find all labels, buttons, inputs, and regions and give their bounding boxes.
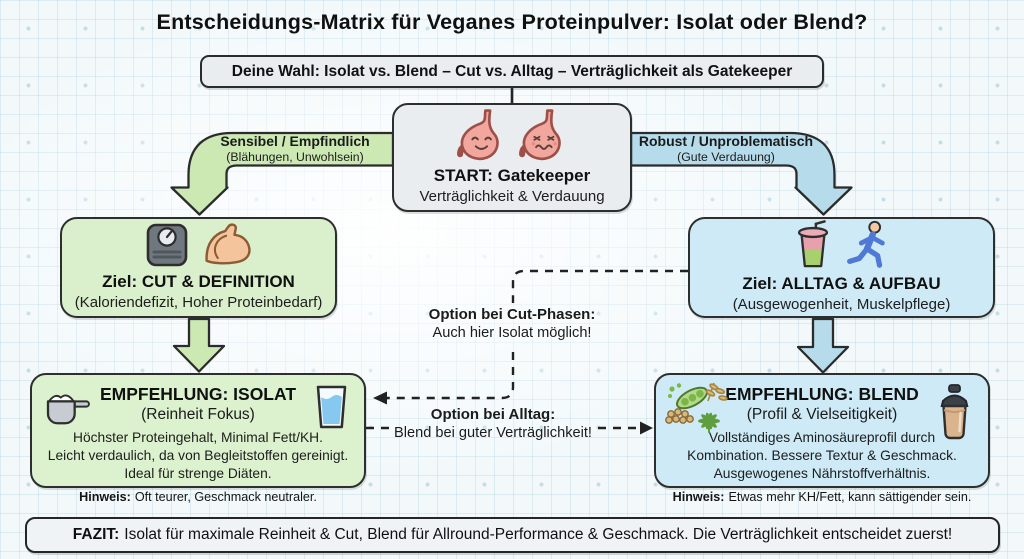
branch-left-sublabel: (Blähungen, Unwohlsein) — [226, 149, 364, 164]
flexed-bicep-icon — [204, 223, 251, 265]
plant-protein-sources-icon — [665, 382, 728, 433]
fazit-text: Isolat für maximale Reinheit & Cut, Blen… — [124, 526, 953, 543]
alltag-to-blend-arrow — [796, 317, 850, 374]
rec-right-body: Vollständiges Aminosäureprofil durch Kom… — [687, 430, 957, 481]
goal-right-title: Ziel: ALLTAG & AUFBAU — [742, 274, 941, 294]
rec-right-subtitle: (Profil & Vielseitigkeit) — [746, 406, 898, 423]
option-alltag-note: Option bei Alltag: Blend bei guter Vertr… — [378, 406, 608, 443]
rec-left-title: EMPFEHLUNG: ISOLAT — [99, 384, 297, 404]
goal-right-subtitle: (Ausgewogenheit, Muskelpflege) — [732, 295, 951, 313]
body-scale-icon — [146, 224, 187, 267]
goal-left-subtitle: (Kaloriendefizit, Hoher Proteinbedarf) — [74, 293, 323, 311]
start-gatekeeper-node: START: Gatekeeper Verträglichkeit & Verd… — [392, 103, 632, 212]
option-cut-label: Option bei Cut-Phasen: — [428, 306, 596, 323]
smoothie-cup-icon — [797, 220, 828, 268]
branch-label-sensibel: Sensibel / Empfindlich (Blähungen, Unwoh… — [200, 133, 390, 164]
goal-alltag-aufbau-node: Ziel: ALLTAG & AUFBAU (Ausgewogenheit, M… — [688, 217, 995, 318]
branch-left-label: Sensibel / Empfindlich — [220, 133, 370, 149]
option-cut-text: Auch hier Isolat möglich! — [432, 325, 592, 342]
fazit-label: FAZIT: — [72, 526, 120, 543]
option-alltag-text: Blend bei guter Verträglichkeit! — [394, 425, 592, 442]
hint-isolat: Hinweis:Oft teurer, Geschmack neutraler. — [30, 490, 366, 504]
goal-left-title: Ziel: CUT & DEFINITION — [102, 272, 295, 292]
hint-left-label: Hinweis: — [79, 490, 131, 504]
hint-right-text: Etwas mehr KH/Fett, kann sättigender sei… — [728, 490, 972, 504]
option-cut-dashed-path — [384, 269, 688, 400]
option-alltag-label: Option bei Alltag: — [430, 406, 556, 423]
hint-right-label: Hinweis: — [672, 490, 725, 504]
runner-icon — [846, 221, 885, 269]
rec-right-title: EMPFEHLUNG: BLEND — [725, 384, 919, 404]
choice-banner: Deine Wahl: Isolat vs. Blend – Cut vs. A… — [200, 55, 824, 88]
goal-left-icons — [144, 222, 254, 268]
hint-left-text: Oft teurer, Geschmack neutraler. — [134, 490, 317, 504]
goal-cut-definition-node: Ziel: CUT & DEFINITION (Kaloriendefizit,… — [60, 217, 337, 318]
recommendation-blend-node: EMPFEHLUNG: BLEND (Profil & Vielseitigke… — [654, 373, 990, 488]
option-cut-arrowhead — [373, 391, 387, 405]
hint-blend: Hinweis:Etwas mehr KH/Fett, kann sättige… — [654, 490, 990, 504]
choice-banner-text: Deine Wahl: Isolat vs. Blend – Cut vs. A… — [231, 62, 793, 80]
rec-left-body: Höchster Proteingehalt, Minimal Fett/KH.… — [47, 430, 349, 481]
cut-to-isolat-arrow — [172, 317, 226, 373]
start-title: START: Gatekeeper — [433, 166, 591, 186]
recommendation-isolat-node: EMPFEHLUNG: ISOLAT (Reinheit Fokus) Höch… — [30, 373, 366, 488]
fazit-banner: FAZIT:Isolat für maximale Reinheit & Cut… — [25, 517, 1000, 553]
rec-left-subtitle: (Reinheit Fokus) — [141, 406, 255, 423]
branch-right-sublabel: (Gute Verdauung) — [677, 149, 775, 164]
shaker-bottle-icon — [940, 384, 969, 440]
start-subtitle: Verträglichkeit & Verdauung — [419, 187, 605, 205]
powder-scoop-icon — [46, 394, 90, 425]
upset-stomach-icon — [519, 109, 561, 161]
option-cut-note: Option bei Cut-Phasen: Auch hier Isolat … — [392, 306, 632, 343]
page-title: Entscheidungs-Matrix für Veganes Protein… — [156, 10, 868, 34]
sensibel-branch-arrow — [170, 131, 395, 216]
branch-right-label: Robust / Unproblematisch — [638, 133, 814, 149]
option-alltag-arrowhead — [640, 421, 653, 435]
start-icons — [456, 108, 568, 162]
robust-branch-arrow — [629, 131, 853, 216]
branch-label-robust: Robust / Unproblematisch (Gute Verdauung… — [634, 133, 818, 164]
goal-right-icons — [794, 220, 890, 270]
happy-stomach-icon — [457, 109, 499, 161]
water-glass-icon — [316, 385, 347, 429]
